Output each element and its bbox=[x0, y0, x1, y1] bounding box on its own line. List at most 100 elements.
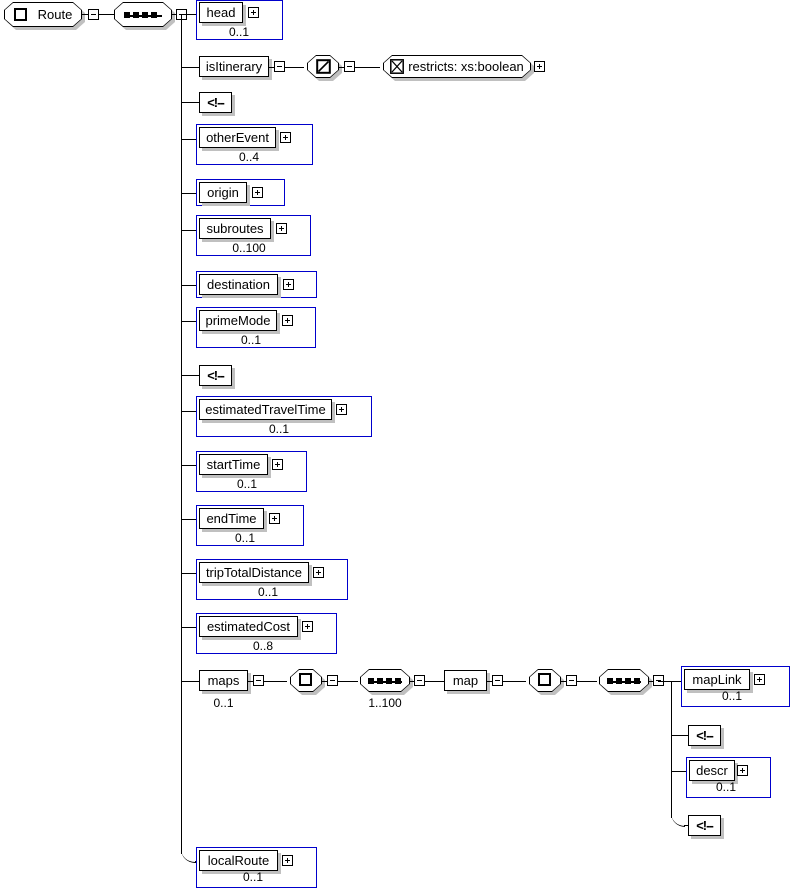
node-head[interactable]: head bbox=[199, 2, 243, 23]
collapse-toggle-map[interactable] bbox=[492, 675, 503, 686]
node-estimatedcost[interactable]: estimatedCost bbox=[199, 616, 298, 637]
comment-node-1: <!-- bbox=[199, 92, 232, 113]
branch-line-otherevent bbox=[181, 139, 197, 140]
branch-line-comment-2 bbox=[181, 375, 199, 376]
node-map[interactable]: map bbox=[444, 670, 487, 691]
subtrunk-line bbox=[671, 681, 672, 818]
expand-toggle-origin[interactable] bbox=[252, 187, 263, 198]
expand-toggle-destination[interactable] bbox=[283, 279, 294, 290]
branch-line-origin bbox=[181, 193, 197, 194]
expand-toggle-estimatedcost[interactable] bbox=[302, 621, 313, 632]
node-origin[interactable]: origin bbox=[199, 182, 247, 203]
branch-line-destination bbox=[181, 285, 197, 286]
node-descr[interactable]: descr bbox=[689, 760, 735, 781]
node-isitinerary[interactable]: isItinerary bbox=[199, 56, 269, 77]
branch-line-head bbox=[181, 14, 197, 15]
branch-line-comment-1 bbox=[181, 102, 199, 103]
expand-toggle-triptotaldistance[interactable] bbox=[313, 567, 324, 578]
collapse-toggle-sequence-2[interactable] bbox=[653, 675, 664, 686]
complex-type-icon bbox=[299, 673, 312, 686]
node-destination[interactable]: destination bbox=[199, 274, 278, 295]
expand-toggle-head[interactable] bbox=[248, 7, 259, 18]
root-node-label: Route bbox=[37, 7, 73, 22]
connector-seq bbox=[172, 14, 176, 15]
root-collapse-toggle[interactable] bbox=[88, 9, 99, 20]
connector-simpletype-2 bbox=[355, 67, 380, 68]
branch-line-maplink bbox=[658, 681, 682, 682]
subtrunk-bottom-elbow bbox=[671, 809, 685, 827]
collapse-toggle-complextype-1[interactable] bbox=[327, 675, 338, 686]
sequence-icon bbox=[124, 11, 162, 18]
branch-line-maps bbox=[181, 681, 199, 682]
comment-node-3: <!-- bbox=[688, 725, 721, 746]
branch-line-comment-4 bbox=[684, 825, 690, 826]
expand-toggle-estimatedtraveltime[interactable] bbox=[336, 404, 347, 415]
cardinality-starttime: 0..1 bbox=[236, 477, 257, 491]
connector-root-2 bbox=[99, 14, 114, 15]
cardinality-triptotaldistance: 0..1 bbox=[257, 585, 278, 599]
cardinality-localroute: 0..1 bbox=[242, 870, 263, 884]
connector-root bbox=[82, 14, 88, 15]
restriction-node[interactable] bbox=[383, 55, 531, 78]
branch-line-endtime bbox=[181, 519, 197, 520]
collapse-toggle-sequence-1[interactable] bbox=[414, 675, 425, 686]
cardinality-head: 0..1 bbox=[228, 25, 249, 39]
connector-isitinerary-1 bbox=[269, 67, 274, 68]
connector-ct2-1 bbox=[561, 681, 566, 682]
simple-type-icon bbox=[316, 59, 331, 74]
branch-line-triptotaldistance bbox=[181, 573, 197, 574]
node-triptotaldistance[interactable]: tripTotalDistance bbox=[199, 562, 309, 583]
cardinality-estimatedtraveltime: 0..1 bbox=[268, 422, 289, 436]
connector-map-1 bbox=[487, 681, 492, 682]
cardinality-estimatedcost: 0..8 bbox=[252, 639, 273, 653]
node-estimatedtraveltime[interactable]: estimatedTravelTime bbox=[199, 399, 332, 420]
node-endtime[interactable]: endTime bbox=[199, 508, 264, 529]
connector-seq2-1 bbox=[649, 681, 653, 682]
node-maps[interactable]: maps bbox=[199, 670, 248, 691]
trunk-bottom-elbow bbox=[181, 838, 200, 863]
expand-toggle-subroutes[interactable] bbox=[276, 223, 287, 234]
expand-toggle-maplink[interactable] bbox=[754, 674, 765, 685]
sequence-icon bbox=[607, 677, 641, 684]
expand-toggle-starttime[interactable] bbox=[272, 459, 283, 470]
expand-toggle-endtime[interactable] bbox=[269, 513, 280, 524]
branch-line-descr bbox=[671, 771, 687, 772]
collapse-toggle-simpletype[interactable] bbox=[344, 61, 355, 72]
expand-toggle-localroute[interactable] bbox=[282, 855, 293, 866]
branch-line-comment-3 bbox=[671, 735, 689, 736]
node-subroutes[interactable]: subroutes bbox=[199, 218, 271, 239]
connector-isitinerary-2 bbox=[285, 67, 304, 68]
restriction-label: restricts: xs:boolean bbox=[408, 59, 524, 74]
branch-line-estimatedtraveltime bbox=[181, 411, 197, 412]
connector-seq1-1 bbox=[410, 681, 414, 682]
collapse-toggle-maps[interactable] bbox=[253, 675, 264, 686]
branch-line-starttime bbox=[181, 465, 197, 466]
cardinality-endtime: 0..1 bbox=[234, 531, 255, 545]
node-starttime[interactable]: startTime bbox=[199, 454, 268, 475]
node-localroute[interactable]: localRoute bbox=[199, 850, 278, 871]
collapse-toggle-isitinerary[interactable] bbox=[274, 61, 285, 72]
cardinality-primemode: 0..1 bbox=[240, 333, 261, 347]
connector-map-2 bbox=[503, 681, 526, 682]
cardinality-otherevent: 0..4 bbox=[238, 150, 259, 164]
node-maplink[interactable]: mapLink bbox=[684, 669, 750, 690]
node-otherevent[interactable]: otherEvent bbox=[199, 127, 276, 148]
expand-toggle-descr[interactable] bbox=[737, 765, 748, 776]
connector-ct2-2 bbox=[577, 681, 597, 682]
cardinality-subroutes: 0..100 bbox=[232, 241, 266, 255]
sequence-icon bbox=[368, 677, 402, 684]
connector-maps-2 bbox=[264, 681, 287, 682]
expand-toggle-otherevent[interactable] bbox=[280, 132, 291, 143]
cardinality-maplink: 0..1 bbox=[721, 689, 742, 703]
collapse-toggle-complextype-2[interactable] bbox=[566, 675, 577, 686]
cardinality-sequence-1: 1..100 bbox=[368, 696, 402, 710]
expand-toggle-primemode[interactable] bbox=[282, 315, 293, 326]
comment-node-2: <!-- bbox=[199, 365, 232, 386]
complex-type-icon bbox=[538, 673, 551, 686]
comment-node-4: <!-- bbox=[688, 815, 721, 836]
node-primemode[interactable]: primeMode bbox=[199, 310, 277, 331]
trunk-line bbox=[181, 14, 182, 854]
branch-line-primemode bbox=[181, 321, 197, 322]
expand-toggle-restriction[interactable] bbox=[534, 61, 545, 72]
